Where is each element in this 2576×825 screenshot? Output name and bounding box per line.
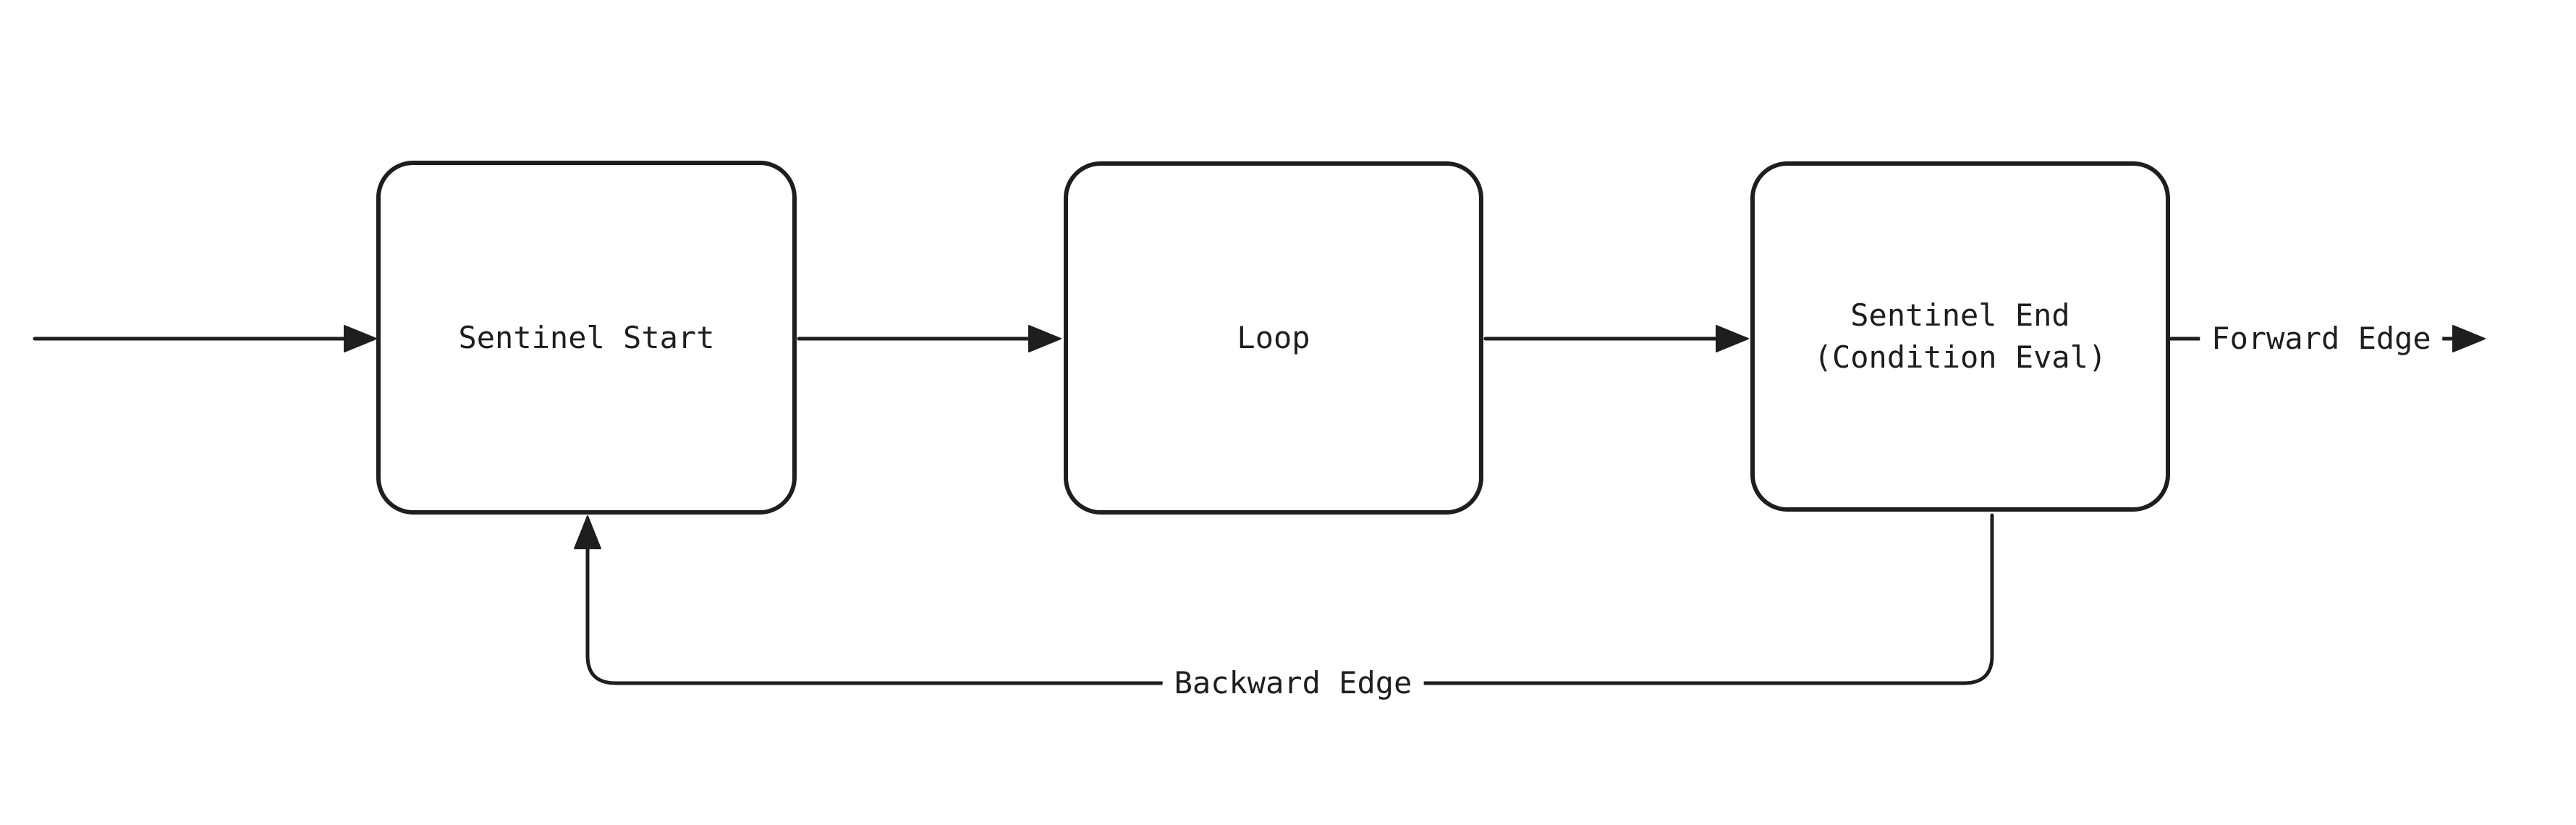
entry-arrow [33, 325, 377, 352]
sentinel-end-node [1750, 161, 2170, 512]
backward-edge-arrow [574, 513, 1994, 685]
sentinel-start-node [376, 161, 797, 515]
arrowhead-right-icon [2452, 325, 2486, 352]
loop-node [1064, 161, 1483, 515]
forward-edge-label: Forward Edge [2200, 319, 2443, 358]
start-to-loop-arrow [797, 325, 1062, 352]
arrowhead-right-icon [344, 325, 377, 352]
backward-edge-label: Backward Edge [1162, 664, 1424, 703]
loop-to-end-arrow [1483, 325, 1749, 352]
arrowhead-up-icon [574, 515, 601, 549]
arrowhead-right-icon [1028, 325, 1062, 352]
sentinel-start-label: Sentinel Start [458, 319, 715, 355]
sentinel-end-label: Sentinel End (Condition Eval) [1813, 297, 2107, 375]
arrowhead-right-icon [1716, 325, 1749, 352]
loop-label: Loop [1237, 320, 1310, 355]
